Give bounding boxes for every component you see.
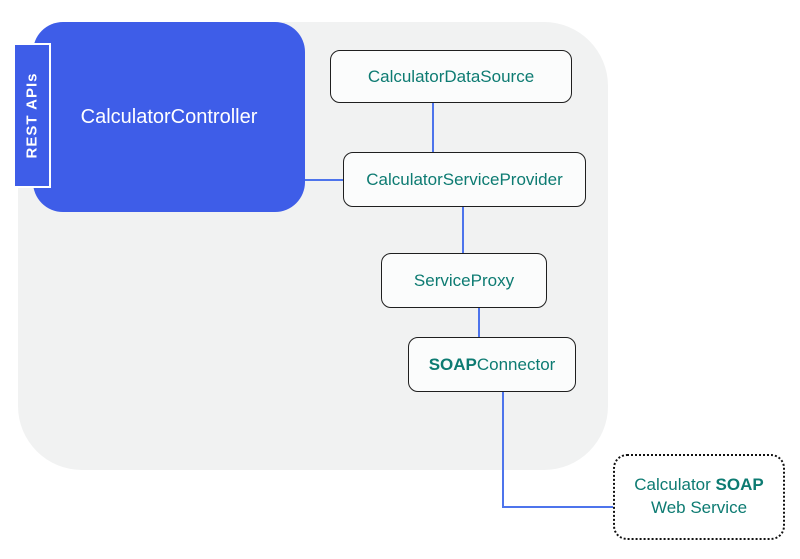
node-calculator-service-provider-label: CalculatorServiceProvider bbox=[366, 169, 563, 189]
web-service-line1-bold: SOAP bbox=[715, 475, 764, 495]
node-calculator-soap-web-service-line1: Calculator SOAP bbox=[634, 474, 763, 497]
node-service-proxy-label: ServiceProxy bbox=[413, 270, 515, 290]
node-soap-connector-label-bold: SOAP bbox=[428, 354, 477, 374]
node-calculator-data-source: CalculatorDataSource bbox=[330, 50, 572, 103]
node-calculator-controller: CalculatorController bbox=[33, 22, 305, 212]
node-calculator-soap-web-service: Calculator SOAP Web Service bbox=[613, 454, 785, 540]
node-soap-connector: SOAPConnector bbox=[408, 337, 576, 392]
node-soap-connector-label: SOAPConnector bbox=[429, 355, 556, 375]
rest-apis-label: REST APIs bbox=[13, 43, 51, 188]
node-calculator-data-source-label: CalculatorDataSource bbox=[367, 66, 535, 86]
node-service-proxy: ServiceProxy bbox=[381, 253, 547, 308]
node-calculator-soap-web-service-line2: Web Service bbox=[650, 498, 748, 517]
node-calculator-controller-label: CalculatorController bbox=[80, 105, 258, 128]
rest-apis-label-text: REST APIs bbox=[23, 72, 41, 159]
node-soap-connector-label-rest: Connector bbox=[476, 354, 556, 374]
node-calculator-service-provider: CalculatorServiceProvider bbox=[343, 152, 586, 207]
web-service-line1-prefix: Calculator bbox=[634, 475, 716, 495]
